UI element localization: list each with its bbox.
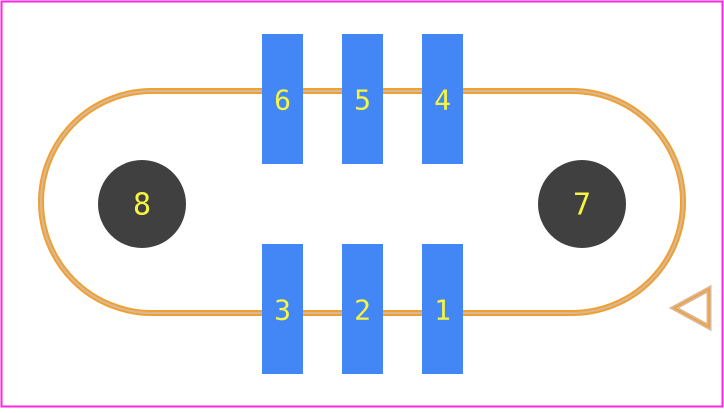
pad-label: 3 bbox=[274, 294, 291, 327]
mounting-hole-group: 8 7 bbox=[98, 160, 626, 248]
smd-pad[interactable]: 3 bbox=[262, 244, 303, 374]
mounting-hole[interactable]: 7 bbox=[538, 160, 626, 248]
pad-label: 2 bbox=[354, 294, 371, 327]
smd-pad[interactable]: 2 bbox=[342, 244, 383, 374]
smd-pad-group: 6 5 4 3 2 1 bbox=[262, 34, 463, 374]
pad-label: 6 bbox=[274, 84, 291, 117]
mounting-hole[interactable]: 8 bbox=[98, 160, 186, 248]
pad-label: 1 bbox=[434, 294, 451, 327]
smd-pad[interactable]: 6 bbox=[262, 34, 303, 164]
smd-pad[interactable]: 1 bbox=[422, 244, 463, 374]
pad-label: 4 bbox=[434, 84, 451, 117]
hole-label: 8 bbox=[133, 188, 151, 223]
hole-label: 7 bbox=[573, 188, 591, 223]
triangle-left-icon bbox=[668, 284, 712, 332]
smd-pad[interactable]: 4 bbox=[422, 34, 463, 164]
silkscreen-outline-inner bbox=[40, 90, 684, 314]
pad-label: 5 bbox=[354, 84, 371, 117]
smd-pad[interactable]: 5 bbox=[342, 34, 383, 164]
